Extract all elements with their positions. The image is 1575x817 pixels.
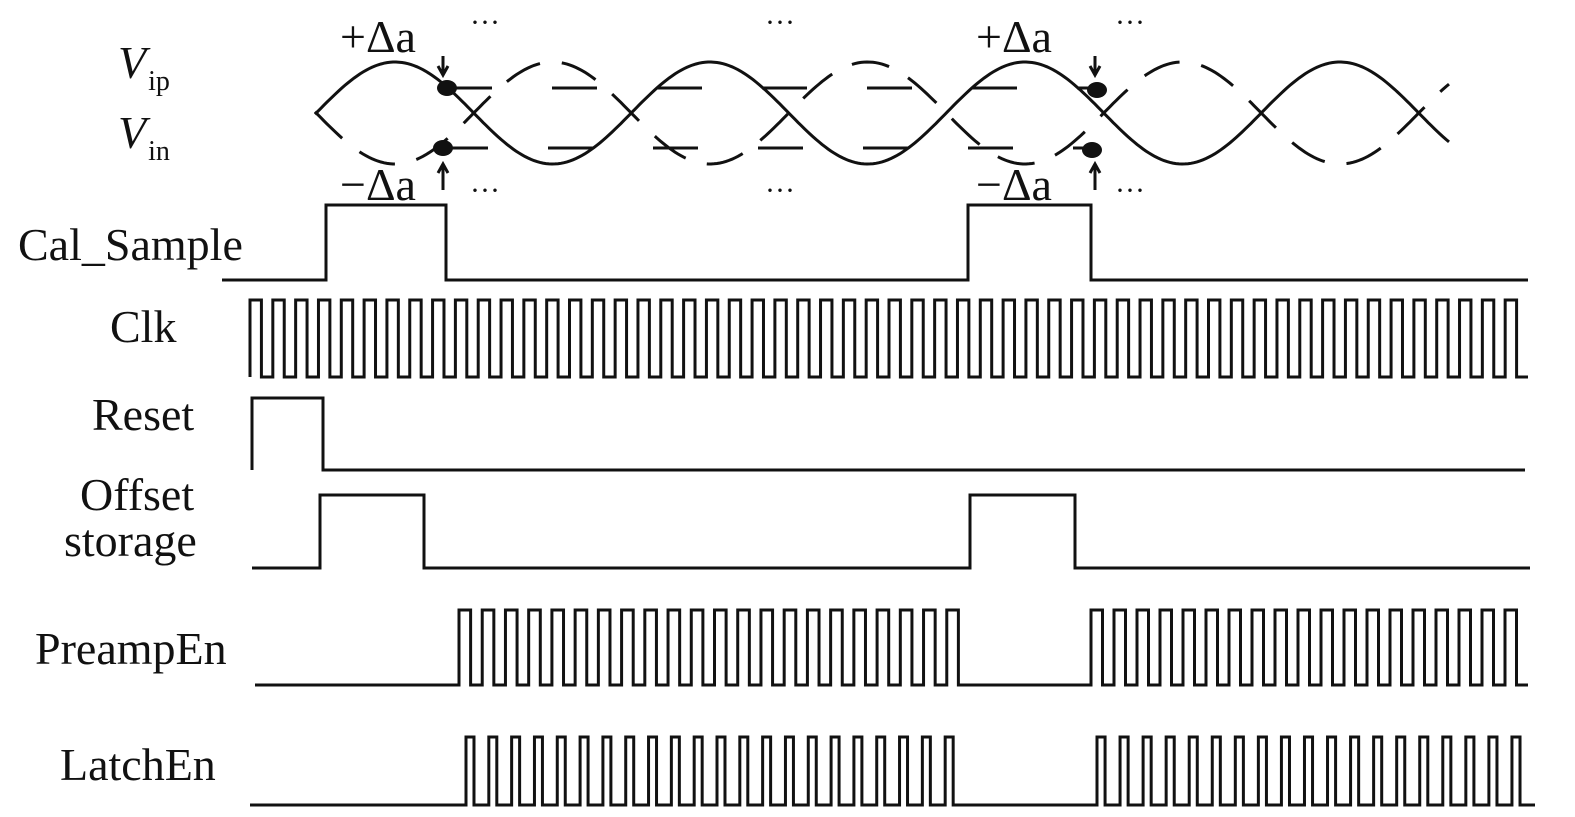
offset-label-line1: Offset <box>80 469 194 520</box>
preamp-en-waveform <box>255 608 1528 687</box>
down-arrow-icon-2 <box>1088 56 1102 79</box>
plus-delta-annotation-1: +Δa <box>340 11 416 62</box>
sample-dot-4 <box>1082 142 1102 158</box>
plus-delta-annotation-2: +Δa <box>976 11 1052 62</box>
vin-waveform <box>313 60 1450 166</box>
ellipsis-3: ··· <box>1115 6 1145 39</box>
reset-waveform <box>250 396 1525 472</box>
cal-sample-label: Cal_Sample <box>18 219 243 270</box>
down-arrow-icon-1 <box>436 56 450 79</box>
latch-en-label: LatchEn <box>60 739 216 790</box>
vip-label: Vip <box>118 37 170 97</box>
cal-sample-waveform <box>222 203 1528 282</box>
offset-storage-waveform <box>252 493 1530 570</box>
up-arrow-icon-2 <box>1088 160 1102 190</box>
latch-en-waveform <box>250 735 1535 807</box>
sample-dot-2 <box>433 140 453 156</box>
up-arrow-icon-1 <box>436 160 450 190</box>
preamp-en-label: PreampEn <box>35 623 227 674</box>
ellipsis-5: ··· <box>765 174 795 207</box>
sample-dot-1 <box>437 80 457 96</box>
ellipsis-6: ··· <box>1115 174 1145 207</box>
sample-dot-3 <box>1087 82 1107 98</box>
waveforms <box>222 56 1535 807</box>
offset-label-line2: storage <box>64 515 197 566</box>
vin-label: Vin <box>118 107 170 167</box>
clk-waveform <box>248 298 1528 379</box>
reset-label: Reset <box>92 389 194 440</box>
ellipsis-1: ··· <box>470 6 500 39</box>
ellipsis-4: ··· <box>470 174 500 207</box>
ellipsis-2: ··· <box>765 6 795 39</box>
vip-waveform <box>313 60 1450 166</box>
minus-delta-annotation-1: −Δa <box>340 159 416 210</box>
clk-label: Clk <box>110 301 176 352</box>
minus-delta-annotation-2: −Δa <box>976 159 1052 210</box>
